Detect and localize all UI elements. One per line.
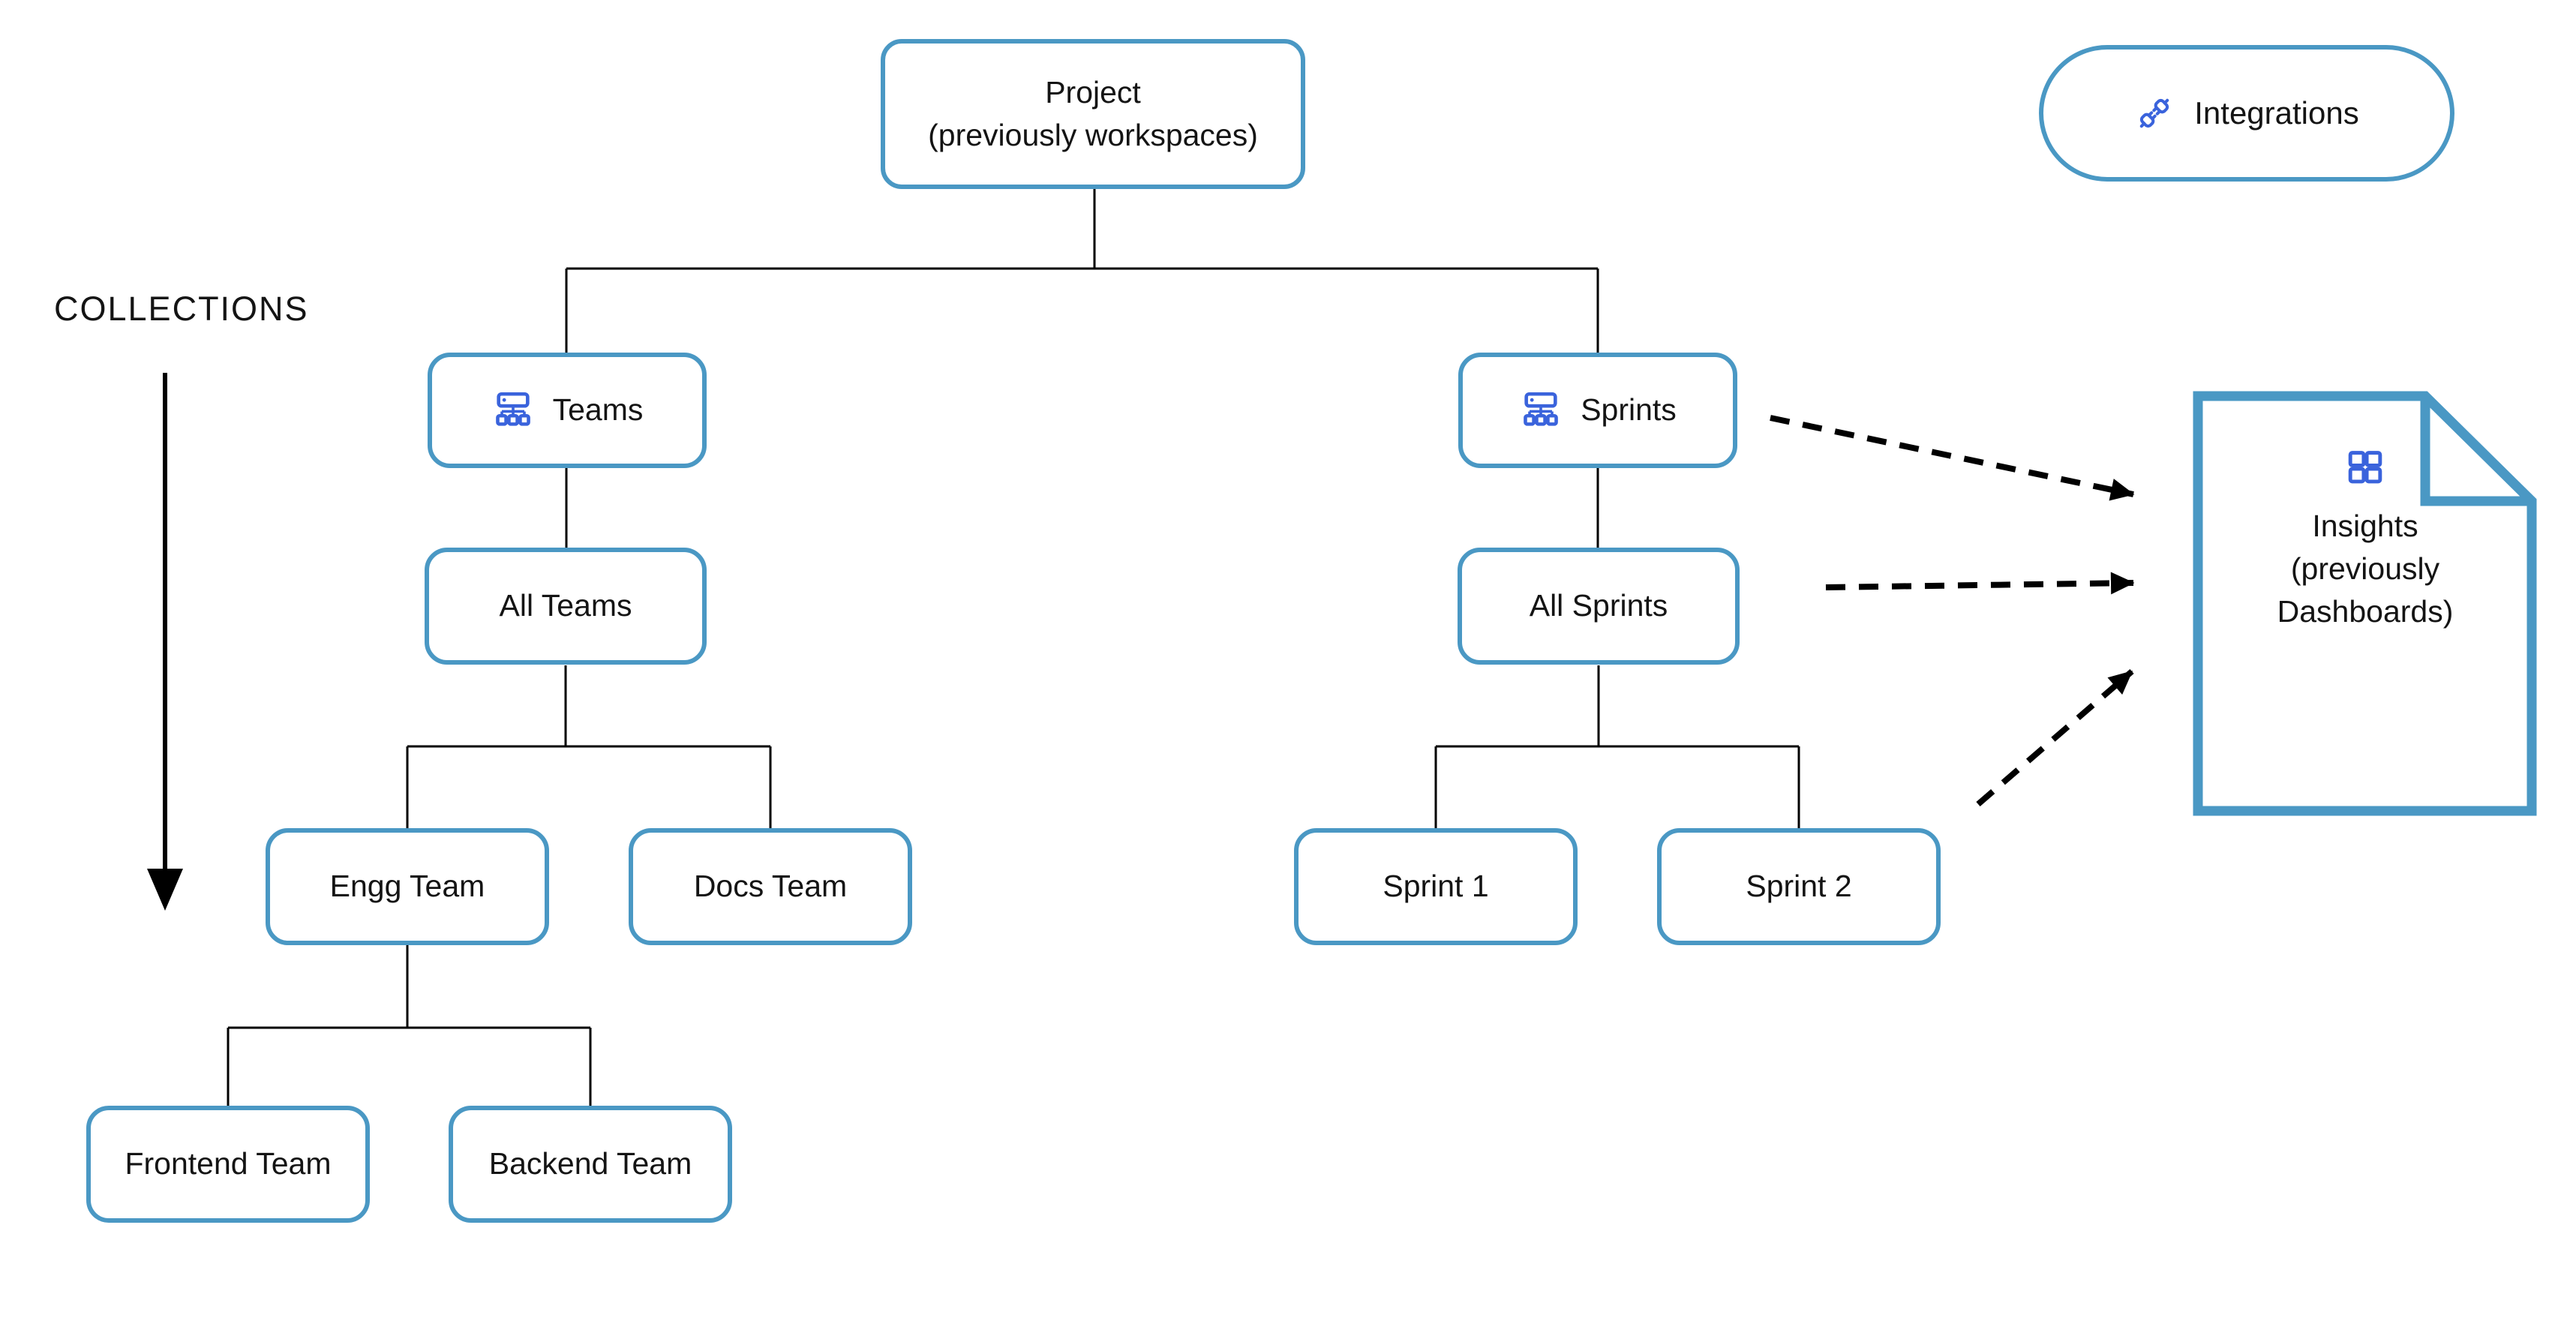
collections-arrowhead: [147, 869, 183, 911]
dashed-arrow-allsprints-to-insights: [1825, 572, 2135, 595]
insights-line2: (previously: [2290, 551, 2440, 586]
node-all-teams-label: All Teams: [499, 588, 632, 623]
org-chart-icon: [491, 389, 535, 432]
integrations-pill: Integrations: [2039, 45, 2454, 182]
insights-line3: Dashboards): [2277, 594, 2454, 629]
node-all-sprints-label: All Sprints: [1529, 588, 1668, 623]
node-sprint-1: Sprint 1: [1294, 828, 1578, 945]
collections-arrow: [147, 373, 183, 911]
node-project: Project (previously workspaces): [881, 39, 1305, 189]
node-all-sprints: All Sprints: [1458, 548, 1740, 665]
node-project-line2: (previously workspaces): [928, 118, 1258, 152]
node-backend-team: Backend Team: [449, 1106, 732, 1223]
insights-text: Insights (previously Dashboards): [2277, 505, 2454, 633]
node-teams-label: Teams: [552, 392, 644, 428]
dashed-arrows-to-insights: [1770, 415, 2135, 807]
node-sprint-2: Sprint 2: [1657, 828, 1941, 945]
insights-document: Insights (previously Dashboards): [2192, 388, 2538, 817]
node-all-teams: All Teams: [425, 548, 707, 665]
node-sprint-1-label: Sprint 1: [1383, 869, 1489, 904]
node-project-text: Project (previously workspaces): [928, 71, 1258, 157]
node-backend-team-label: Backend Team: [488, 1146, 692, 1181]
dashed-arrow-sprint2-to-insights: [1976, 668, 2134, 807]
node-sprints-label: Sprints: [1581, 392, 1677, 428]
node-teams: Teams: [428, 353, 707, 468]
document-fold-corner: [2420, 396, 2532, 506]
plug-connection-icon: [2134, 93, 2175, 134]
collections-label: COLLECTIONS: [54, 290, 309, 328]
node-frontend-team: Frontend Team: [86, 1106, 370, 1223]
node-project-line1: Project: [1045, 75, 1141, 110]
node-docs-team: Docs Team: [629, 828, 912, 945]
node-sprint-2-label: Sprint 2: [1746, 869, 1852, 904]
node-engg-team-label: Engg Team: [329, 869, 485, 904]
integrations-label: Integrations: [2194, 95, 2359, 131]
dashed-arrow-sprints-to-insights: [1770, 415, 2135, 501]
tree-connectors: [227, 187, 1800, 1108]
org-chart-icon: [1519, 389, 1563, 432]
insights-line1: Insights: [2312, 509, 2418, 543]
node-frontend-team-label: Frontend Team: [125, 1146, 332, 1181]
node-docs-team-label: Docs Team: [693, 869, 848, 904]
node-sprints: Sprints: [1458, 353, 1737, 468]
node-engg-team: Engg Team: [266, 828, 549, 945]
insights-content: Insights (previously Dashboards): [2192, 388, 2538, 817]
document-shape: [2193, 391, 2537, 816]
dashboard-grid-icon: [2344, 446, 2386, 488]
